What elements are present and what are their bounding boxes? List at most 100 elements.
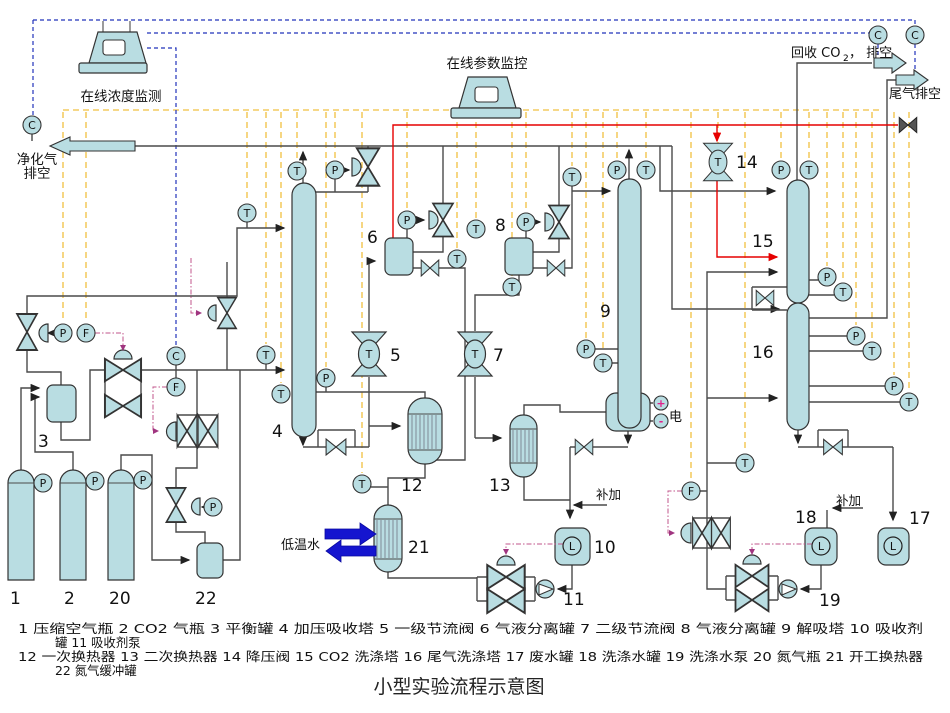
desorption-column-9: [617, 178, 642, 429]
t-instrument-circle: [562, 167, 582, 187]
p-instrument-letter: P: [778, 164, 785, 177]
p-instrument-letter: P: [332, 164, 339, 177]
concentration-monitor-label: 在线浓度监测: [81, 89, 162, 105]
separator-6: [384, 237, 414, 276]
t-instrument: T: [287, 161, 307, 181]
p-instrument-letter: P: [614, 164, 621, 177]
actuator-dome: [544, 212, 555, 232]
actuator-dome: [496, 555, 516, 566]
c-instrument-letter: C: [874, 29, 882, 42]
valve: [574, 438, 594, 456]
valve: [823, 438, 843, 456]
p-instrument-letter: P: [60, 327, 67, 340]
t-instrument: T: [271, 384, 291, 404]
f-instrument: F: [166, 377, 186, 397]
p-instrument: P: [133, 470, 153, 490]
t-instrument-letter: T: [472, 223, 480, 236]
equipment-tag-12: 12: [401, 476, 423, 496]
t-instrument-letter: T: [839, 286, 847, 299]
p-instrument-circle: [846, 326, 866, 346]
valves: [16, 116, 918, 615]
t-instrument-letter: T: [714, 156, 722, 169]
double-valve-b: [196, 413, 220, 449]
p-instrument-circle: [316, 368, 336, 388]
parameter-monitor-label: 在线参数监控: [447, 55, 528, 72]
recycle-co2-arrow: [873, 51, 907, 75]
p-instrument-circle: [397, 210, 417, 230]
f-instrument-circle: [166, 377, 186, 397]
p-instrument: P: [516, 212, 536, 232]
tailgas-vent-label: 尾气排空: [889, 86, 941, 102]
valve: [546, 259, 566, 277]
equipment-tag-15: 15: [752, 232, 774, 252]
equipment-tag-14: 14: [736, 153, 758, 173]
coldwater-out-arrow: [325, 539, 377, 563]
p-instrument: P: [397, 210, 417, 230]
p-instrument: P: [771, 160, 791, 180]
p-instrument: P: [203, 497, 223, 517]
absorbent-tank-10: [554, 527, 591, 566]
t-instrument: T: [899, 392, 919, 412]
t-instrument-circle: [502, 277, 522, 297]
equipment: [7, 178, 910, 581]
actuator-dome: [680, 522, 692, 544]
co2-scrubber-15: [786, 179, 810, 304]
n2-control-valve: [165, 487, 187, 523]
p-instrument-circle: [817, 267, 837, 287]
t-instrument: T: [862, 341, 882, 361]
t-instrument-circle: [352, 474, 372, 494]
wash-double-valve-a: [691, 516, 713, 550]
p-instrument-letter: P: [140, 474, 147, 487]
equipment-tag-2: 2: [64, 589, 75, 609]
t-instrument-letter: T: [277, 388, 285, 401]
c-instrument: C: [905, 25, 925, 45]
p-instrument-letter: P: [523, 216, 530, 229]
recycle-co2-label: 回收 CO: [791, 46, 840, 61]
process-piping: [20, 21, 900, 602]
makeup-label-left: 补加: [596, 487, 621, 502]
recycle-co2-label-suffix: ， 排空: [849, 46, 892, 61]
l-instrument-circle: [811, 536, 831, 556]
t-instrument-letter: T: [471, 348, 479, 361]
c-instrument-circle: [22, 115, 42, 135]
absorption-column-4: [291, 182, 317, 438]
parameter-monitor: [450, 76, 522, 119]
t-instrument: T: [562, 167, 582, 187]
valve: [16, 312, 38, 352]
c-instrument: C: [166, 346, 186, 366]
t-instrument-letter: T: [243, 207, 251, 220]
equipment-tag-21: 21: [408, 538, 430, 558]
wash-bypass-valve: [734, 587, 770, 613]
p-instrument-letter: P: [824, 271, 831, 284]
equipment-tag-10: 10: [594, 538, 616, 558]
t-instrument-letter: T: [262, 349, 270, 362]
equipment-tag-4: 4: [272, 422, 283, 442]
t-instrument: T: [466, 219, 486, 239]
p-instrument-letter: P: [853, 330, 860, 343]
concentration-monitor: [78, 31, 148, 74]
equipment-tag-17: 17: [909, 509, 931, 529]
p-instrument-circle: [53, 323, 73, 343]
f-instrument-circle: [76, 323, 96, 343]
p-instrument-circle: [771, 160, 791, 180]
t-instrument-circle: [256, 345, 276, 365]
t-instrument-letter: T: [508, 281, 516, 294]
equipment-tag-3: 3: [38, 432, 49, 452]
heater-terminal-letter: -: [659, 415, 664, 428]
t-instrument-circle: [466, 219, 486, 239]
recycle-co2-subscript: 2: [843, 54, 849, 64]
heater-terminal: +: [653, 395, 669, 411]
c-instrument: C: [22, 115, 42, 135]
t-instrument-letter: T: [599, 357, 607, 370]
t-instrument-circle: [636, 160, 656, 180]
c-instrument-circle: [166, 346, 186, 366]
t-instrument: T: [471, 348, 479, 361]
p-instrument-letter: P: [92, 475, 99, 488]
p-instrument-circle: [85, 471, 105, 491]
sampling-lines-blue: [32, 19, 916, 347]
t-instrument: T: [833, 282, 853, 302]
absorbent-control-valve: [486, 563, 526, 591]
equipment-tag-6: 6: [367, 228, 378, 248]
t-instrument-letter: T: [293, 165, 301, 178]
equipment-tag-9: 9: [600, 302, 611, 322]
